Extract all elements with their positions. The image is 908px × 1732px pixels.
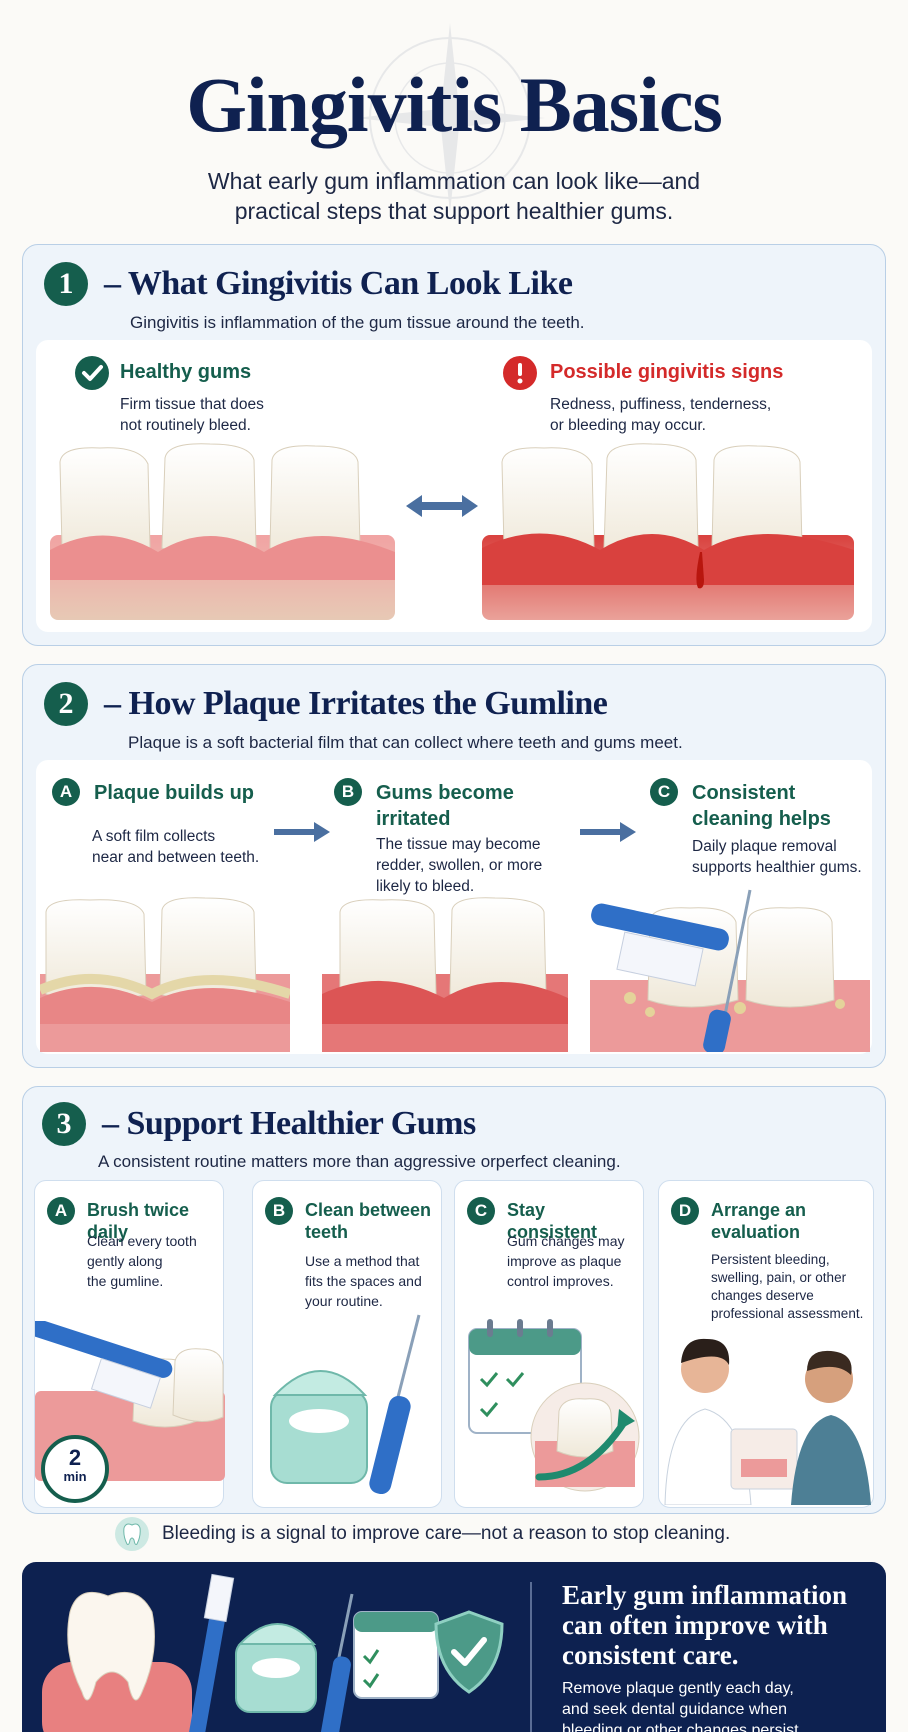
step-badge: B: [334, 778, 362, 806]
footer-body: Remove plaque gently each day, and seek …: [562, 1680, 804, 1732]
double-arrow-icon: [406, 495, 478, 517]
card-title: Clean between teeth: [305, 1200, 432, 1242]
footer-banner: Early gum inflammation can often improve…: [22, 1562, 886, 1732]
footer-divider: [530, 1582, 532, 1732]
step-badge: C: [650, 778, 678, 806]
plaque-buildup-illustration: [40, 897, 290, 1052]
check-icon: [75, 356, 109, 390]
section-number: 2: [44, 682, 88, 726]
tooth-icon: [42, 1592, 192, 1732]
section-intro: Plaque is a soft bacterial film that can…: [128, 733, 683, 752]
step-desc: A soft film collects near and between te…: [92, 828, 260, 866]
healthy-gums-label: Healthy gums: [120, 361, 252, 383]
section-1-header: 1 – What Gingivitis Can Look Like: [44, 262, 573, 306]
brushing-illustration: [35, 1321, 225, 1481]
step-badge: A: [52, 778, 80, 806]
card-title: Brush twice daily: [87, 1200, 190, 1242]
floss-icon: [235, 1623, 317, 1713]
card-desc: Use a method that fits the spaces and yo…: [305, 1253, 422, 1309]
bleeding-note-text: Bleeding is a signal to improve care—not…: [162, 1523, 731, 1544]
inflamed-teeth-illustration: [482, 443, 854, 620]
calendar-icon: [353, 1611, 439, 1699]
section-title: – What Gingivitis Can Look Like: [104, 265, 573, 302]
routine-card-interdental: B Clean between teeth Use a method that …: [252, 1180, 442, 1508]
compass-watermark: [355, 23, 545, 213]
timer-unit: min: [63, 1469, 87, 1484]
footer-headline: Early gum inflammation can often improve…: [562, 1580, 848, 1670]
gingivitis-signs-desc: Redness, puffiness, tenderness, or bleed…: [550, 396, 772, 434]
dentist-consultation-illustration: [664, 1338, 871, 1505]
section-2-header: 2 – How Plaque Irritates the Gumline: [44, 682, 608, 726]
arrow-right-icon: [580, 822, 636, 842]
section-number: 3: [42, 1102, 86, 1146]
section-3-header: 3 – Support Healthier Gums: [42, 1102, 476, 1146]
routine-card-brush: A Brush twice daily Clean every tooth ge…: [34, 1180, 225, 1508]
healthy-gums-desc: Firm tissue that does not routinely blee…: [120, 396, 264, 434]
toothbrush-icon: [185, 1573, 235, 1732]
step-title: Plaque builds up: [94, 782, 255, 804]
step-title: Consistent cleaning helps: [692, 782, 831, 830]
card-desc: Gum changes may improve as plaque contro…: [507, 1233, 625, 1289]
routine-card-consistent: C Stay consistent Gum changes may improv…: [454, 1180, 644, 1508]
gingivitis-signs-label: Possible gingivitis signs: [550, 361, 784, 383]
step-title: Gums become irritated: [376, 782, 514, 830]
cleaning-illustration: [590, 889, 870, 1052]
card-desc: Clean every tooth gently along the gumli…: [87, 1233, 197, 1289]
toothbrush-icon: [591, 903, 729, 987]
tooth-icon: [115, 1517, 149, 1551]
irritated-gums-illustration: [322, 897, 568, 1052]
section-intro: A consistent routine matters more than a…: [98, 1152, 621, 1171]
shield-check-icon: [434, 1610, 504, 1694]
arrow-right-icon: [274, 822, 330, 842]
routine-card-evaluation: D Arrange an evaluation Persistent bleed…: [658, 1180, 874, 1508]
card-badge: C: [467, 1197, 495, 1225]
interdental-brush-icon: [369, 1314, 421, 1495]
section-number: 1: [44, 262, 88, 306]
floss-icon: [270, 1370, 368, 1484]
section-title: – Support Healthier Gums: [102, 1105, 476, 1142]
page-subtitle: What early gum inflammation can look lik…: [207, 168, 701, 224]
page-title: Gingivitis Basics: [186, 61, 723, 148]
step-desc: Daily plaque removal supports healthier …: [692, 838, 862, 876]
healthy-teeth-illustration: [50, 443, 395, 620]
card-title: Stay consistent: [507, 1200, 598, 1242]
interdental-brush-icon: [319, 1593, 354, 1732]
step-desc: The tissue may become redder, swollen, o…: [376, 836, 543, 895]
section-intro: Gingivitis is inflammation of the gum ti…: [130, 313, 585, 332]
card-badge: B: [265, 1197, 293, 1225]
alert-icon: [503, 356, 537, 390]
interdental-brush-icon: [703, 889, 752, 1052]
card-desc: Persistent bleeding, swelling, pain, or …: [711, 1252, 864, 1321]
timer-icon: 2 min: [41, 1435, 109, 1503]
card-badge: A: [47, 1197, 75, 1225]
card-title: Arrange an evaluation: [711, 1200, 807, 1242]
section-title: – How Plaque Irritates the Gumline: [104, 685, 608, 722]
bleeding-note: Bleeding is a signal to improve care—not…: [114, 1516, 730, 1552]
card-badge: D: [671, 1197, 699, 1225]
healing-gum-illustration: [530, 1382, 640, 1492]
timer-value: 2: [68, 1445, 82, 1470]
